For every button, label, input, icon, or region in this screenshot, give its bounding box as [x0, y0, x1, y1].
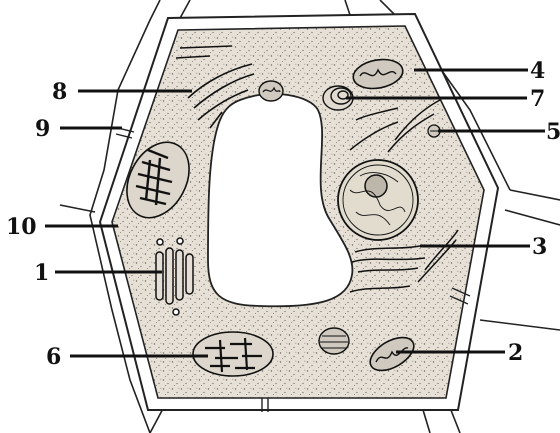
label-5: 5 — [546, 119, 560, 145]
chloroplast-lower — [193, 332, 273, 376]
label-8: 8 — [52, 79, 67, 105]
label-2: 2 — [508, 340, 523, 366]
label-10: 10 — [6, 214, 37, 240]
label-4: 4 — [530, 58, 545, 84]
vesicle-lower — [319, 328, 349, 354]
label-9: 9 — [35, 116, 50, 142]
label-6: 6 — [46, 344, 61, 370]
nucleus — [338, 160, 418, 240]
label-3: 3 — [532, 234, 547, 260]
label-1: 1 — [34, 260, 49, 286]
mitochondrion-small — [259, 81, 283, 101]
label-7: 7 — [530, 86, 545, 112]
